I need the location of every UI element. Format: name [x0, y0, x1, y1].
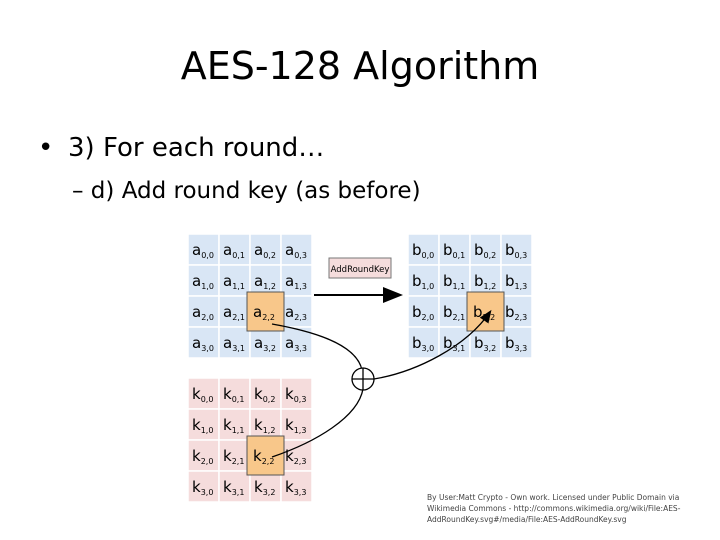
image-attribution: By User:Matt Crypto - Own work. Licensed… [427, 493, 681, 524]
matrix-cell [469, 264, 502, 297]
curve-xor-to-b22 [373, 309, 492, 380]
bullet-marker: • [38, 133, 54, 163]
matrix-cell [280, 264, 313, 297]
matrix-cell [218, 470, 251, 503]
matrix-cell [187, 326, 220, 359]
matrix-cell [218, 295, 251, 328]
matrix-cell [218, 408, 251, 441]
matrix-cell [280, 233, 313, 266]
matrix-cell [187, 439, 220, 472]
matrix-cell [500, 264, 533, 297]
matrix-cell [407, 326, 440, 359]
matrix-cell [218, 326, 251, 359]
addroundkey-label: AddRoundKey [331, 265, 390, 275]
matrix-cell [500, 233, 533, 266]
matrix-cell [249, 470, 282, 503]
addroundkey-box [328, 257, 392, 279]
matrix-cell [469, 326, 502, 359]
matrix-cell [280, 470, 313, 503]
matrix-cell [500, 326, 533, 359]
slide-title: AES-128 Algorithm [180, 44, 540, 88]
matrix-cell [407, 264, 440, 297]
curve-a22-to-xor [271, 323, 363, 371]
curve-k22-to-xor [271, 388, 364, 458]
matrix-cell [280, 439, 313, 472]
matrix-cell [187, 470, 220, 503]
matrix-cell [187, 408, 220, 441]
bullet-text: 3) For each round… [68, 133, 325, 163]
bullet-item: • 3) For each round… [38, 133, 324, 163]
sub-bullet: – d) Add round key (as before) [72, 178, 421, 204]
matrix-cell [407, 233, 440, 266]
